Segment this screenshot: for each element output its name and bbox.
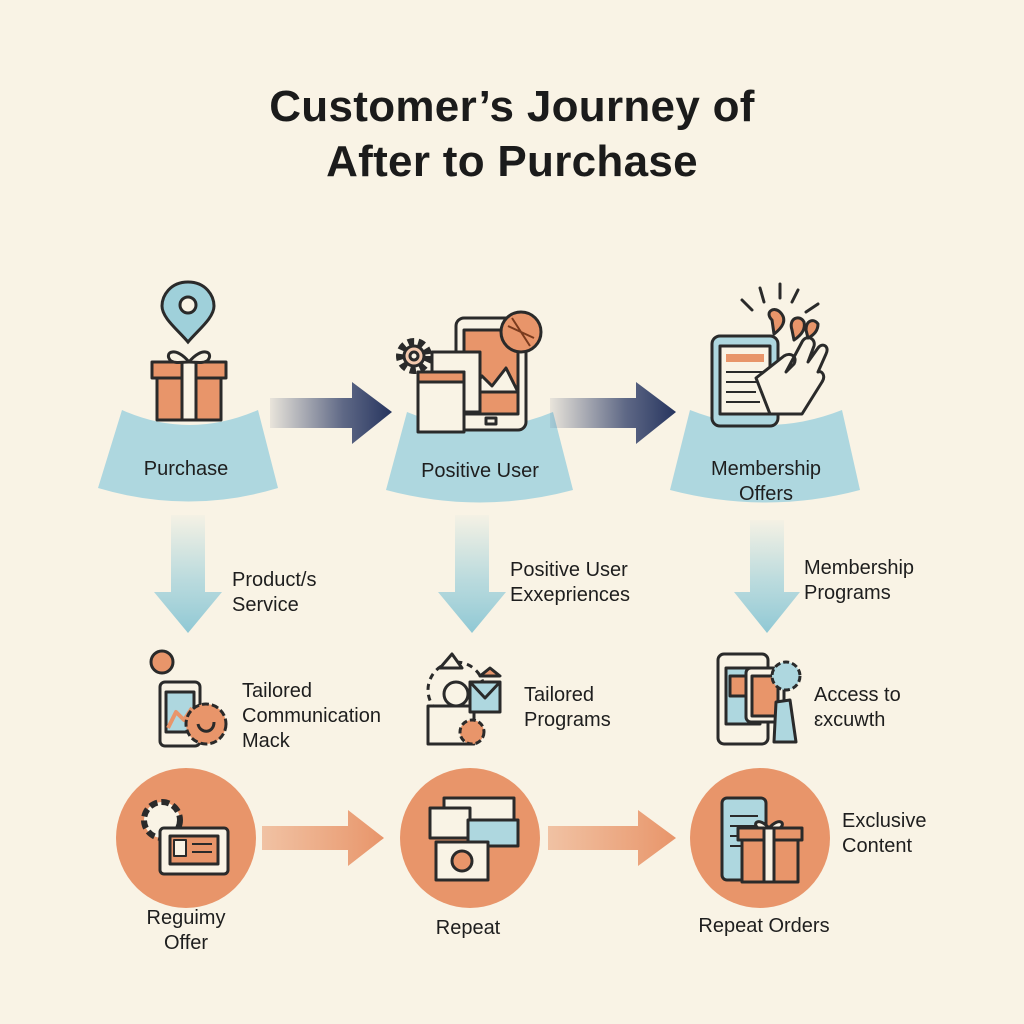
arrow-label-product-service-line-2: Service bbox=[232, 594, 299, 616]
location-pin-icon bbox=[160, 280, 216, 345]
arrow-label-membership-programs-line-1: Membership bbox=[804, 557, 915, 579]
programs-box-icon bbox=[426, 652, 502, 746]
arrow-right-bottom-2 bbox=[548, 810, 676, 866]
arrow-label-product-service-line-1: Product/s bbox=[232, 569, 317, 591]
stage-label-membership: Membership Offers bbox=[711, 457, 821, 507]
hand-tap-icon bbox=[754, 308, 829, 416]
item-label-tailored-communication: Tailored Communication Mack bbox=[242, 679, 381, 754]
arrow-down-1 bbox=[154, 515, 222, 633]
stage-label-purchase: Purchase bbox=[143, 458, 229, 480]
bottom-label-repeat: Repeat bbox=[435, 917, 501, 939]
stage-platform-purchase bbox=[98, 410, 278, 502]
stage-platform-membership bbox=[670, 410, 860, 503]
item-label-tailored-communication-line-2: Communication bbox=[242, 705, 381, 727]
bottom-label-repeat-orders: Repeat Orders bbox=[698, 915, 830, 937]
item-label-access-line-1: Access to bbox=[814, 684, 901, 706]
stage-label-membership-line-2: Offers bbox=[738, 483, 794, 505]
item-label-tailored-programs-line-1: Tailored bbox=[524, 684, 595, 706]
bottom-label-reguimy-offer-line-1: Reguimy bbox=[146, 907, 226, 929]
arrow-label-positive-experiences-line-1: Positive User bbox=[510, 559, 628, 581]
arrow-label-membership-programs-line-2: Programs bbox=[804, 582, 891, 604]
arrow-label-positive-experiences-line-2: Exxepriences bbox=[510, 584, 631, 606]
arrow-label-positive-experiences: Positive User Exxepriences bbox=[510, 558, 630, 608]
gear-icon bbox=[396, 338, 432, 374]
arrow-right-2 bbox=[550, 382, 676, 444]
gift-box-icon bbox=[150, 350, 228, 422]
item-label-tailored-communication-line-1: Tailored bbox=[242, 680, 313, 702]
arrow-right-bottom-1 bbox=[262, 810, 384, 866]
offer-card-gear-icon bbox=[141, 799, 230, 876]
item-label-tailored-communication-line-3: Mack bbox=[242, 730, 290, 752]
phone-gift-icon bbox=[720, 796, 804, 884]
stage-platform-positive-user bbox=[386, 412, 573, 503]
stage-label-positive-user: Positive User bbox=[421, 460, 539, 482]
arrow-down-2 bbox=[438, 515, 506, 633]
repeat-stack-icon bbox=[428, 796, 520, 882]
arrow-label-membership-programs: Membership Programs bbox=[804, 556, 914, 606]
phone-gear-icon bbox=[149, 649, 228, 748]
item-label-access-line-2: ɛxcuwth bbox=[814, 709, 886, 731]
bottom-label-reguimy-offer: Reguimy Offer bbox=[147, 906, 226, 956]
side-note-line-2: Content bbox=[842, 835, 913, 857]
item-label-tailored-programs: Tailored Programs bbox=[524, 683, 611, 733]
side-note-line-1: Exclusive bbox=[842, 810, 927, 832]
phone-access-icon bbox=[716, 652, 802, 746]
documents-icon bbox=[416, 350, 482, 434]
arrow-down-3 bbox=[734, 520, 800, 633]
stage-label-membership-line-1: Membership bbox=[710, 458, 822, 480]
sparkle-lines-icon bbox=[740, 282, 820, 314]
bottom-label-reguimy-offer-line-2: Offer bbox=[163, 932, 209, 954]
item-label-access: Access to ɛxcuwth bbox=[814, 683, 901, 733]
arrow-label-product-service: Product/s Service bbox=[232, 568, 316, 618]
side-note-exclusive-content: Exclusive Content bbox=[842, 809, 926, 859]
page-title-line-2: After to Purchase bbox=[326, 137, 698, 186]
arrow-right-1 bbox=[270, 382, 392, 444]
item-label-tailored-programs-line-2: Programs bbox=[524, 709, 611, 731]
page-title-line-1: Customer’s Journey of bbox=[269, 82, 755, 131]
